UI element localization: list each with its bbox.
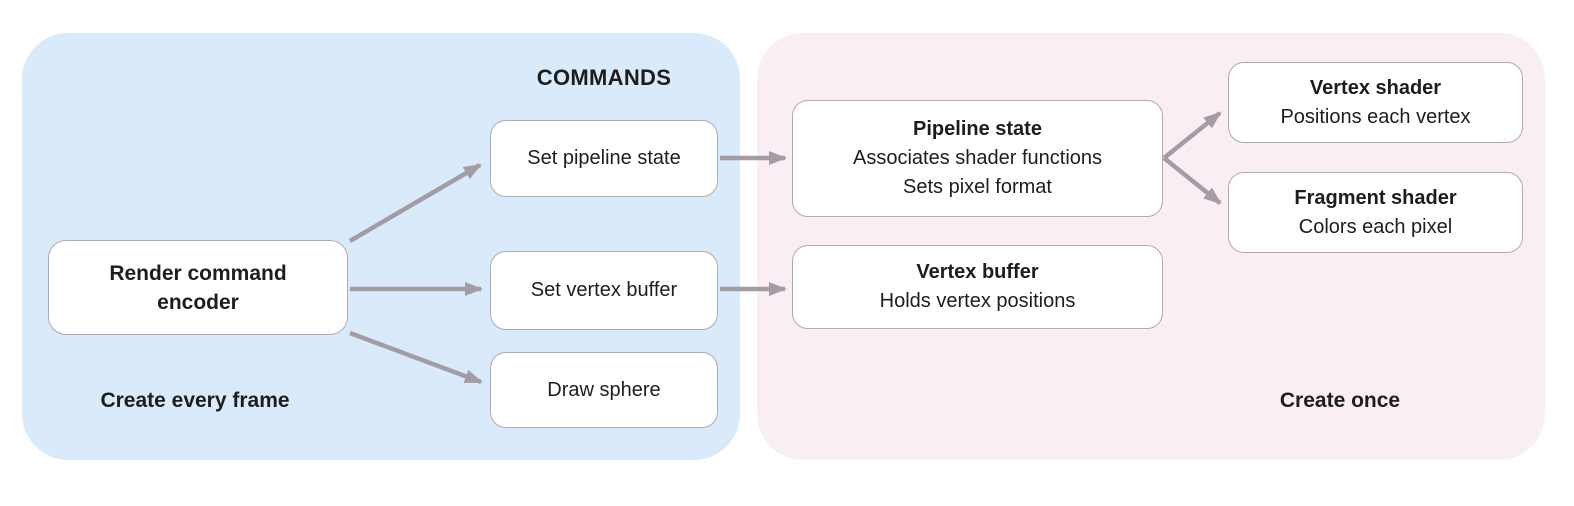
fragment-shader-node: Fragment shader Colors each pixel (1228, 172, 1523, 253)
set-pipeline-state-label: Set pipeline state (527, 147, 681, 169)
pipeline-state-line1: Associates shader functions (852, 147, 1103, 169)
create-every-frame-label: Create every frame (100, 389, 290, 412)
fragment-shader-title: Fragment shader (1294, 186, 1457, 209)
encoder-title-line2: encoder (157, 290, 239, 314)
pipeline-state-title: Pipeline state (913, 118, 1042, 140)
draw-sphere-label: Draw sphere (547, 378, 661, 401)
set-vertex-buffer-node: Set vertex buffer (490, 251, 718, 330)
vertex-buffer-line1: Holds vertex positions (879, 290, 1076, 312)
create-once-label: Create once (1279, 389, 1401, 412)
set-pipeline-state-node: Set pipeline state (490, 120, 718, 197)
vertex-shader-node: Vertex shader Positions each vertex (1228, 62, 1523, 143)
vertex-buffer-node: Vertex buffer Holds vertex positions (792, 245, 1163, 329)
vertex-buffer-title: Vertex buffer (916, 261, 1039, 283)
encoder-title-line1: Render command (109, 261, 287, 285)
pipeline-state-line2: Sets pixel format (903, 176, 1052, 198)
render-command-encoder-node: Render command encoder (48, 240, 348, 335)
set-vertex-buffer-label: Set vertex buffer (530, 279, 678, 301)
vertex-shader-line1: Positions each vertex (1280, 105, 1471, 128)
draw-sphere-node: Draw sphere (490, 352, 718, 428)
vertex-shader-title: Vertex shader (1309, 76, 1442, 99)
fragment-shader-line1: Colors each pixel (1298, 215, 1453, 238)
commands-header: COMMANDS (536, 65, 672, 90)
pipeline-state-node: Pipeline state Associates shader functio… (792, 100, 1163, 217)
